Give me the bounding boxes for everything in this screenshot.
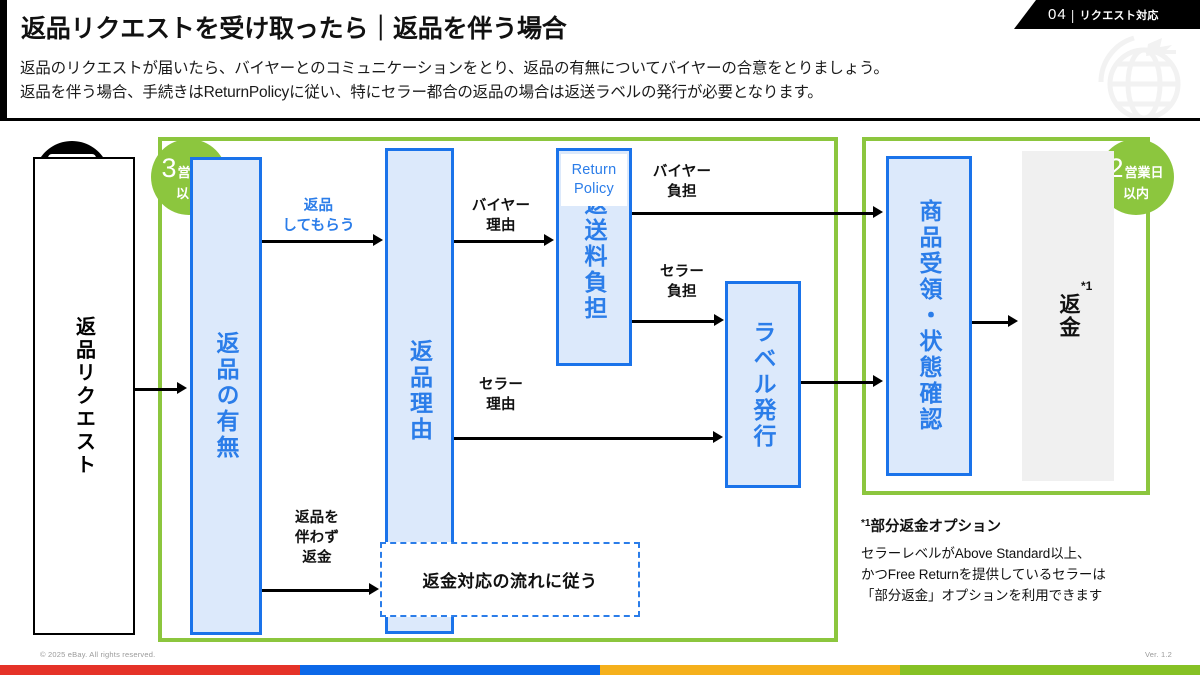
- return-policy-line-2: Policy: [574, 181, 614, 197]
- edge-label-seller-reason: セラー 理由: [455, 375, 547, 415]
- connector-reason-to-shipcost: [454, 240, 546, 243]
- footer-bar-green: [900, 665, 1200, 675]
- edge-label-no-return-l2: 伴わず: [294, 530, 340, 546]
- arrowhead-receive-from-shipcost: [873, 206, 883, 218]
- edge-label-buyer-reason: バイヤー 理由: [455, 196, 547, 236]
- return-policy-line-1: Return: [571, 162, 617, 178]
- subtitle-line-1: 返品のリクエストが届いたら、バイヤーとのコミュニケーションをとり、返品の有無につ…: [20, 60, 889, 77]
- connector-hasreturn-to-reason: [262, 240, 375, 243]
- sla-badge-left-number: 3: [161, 152, 177, 183]
- edge-label-do-return-l2: してもらう: [282, 218, 355, 234]
- connector-receive-to-refund: [972, 321, 1012, 324]
- edge-label-seller-reason-l1: セラー: [478, 377, 524, 393]
- footnote-body: セラーレベルがAbove Standard以上、 かつFree Returnを提…: [861, 543, 1106, 606]
- node-refund-flow: 返金対応の流れに従う: [380, 542, 640, 617]
- edge-label-no-return-l3: 返金: [302, 550, 332, 566]
- header-accent-bar: [0, 0, 7, 118]
- connector-label-to-receive: [801, 381, 875, 384]
- section-number: 04: [1048, 6, 1067, 23]
- node-refund-panel: [1022, 151, 1114, 481]
- edge-label-seller-pays: セラー 負担: [636, 262, 728, 302]
- sla-badge-right-unit: 営業日: [1124, 164, 1164, 180]
- edge-label-buyer-pays-l1: バイヤー: [652, 164, 712, 180]
- node-has-return: 返品の有無: [190, 157, 262, 635]
- edge-label-buyer-pays: バイヤー 負担: [636, 162, 728, 202]
- edge-label-seller-pays-l2: 負担: [667, 284, 697, 300]
- connector-shipcost-to-label: [632, 320, 716, 323]
- edge-label-seller-pays-l1: セラー: [659, 264, 705, 280]
- arrowhead-receive-from-label: [873, 375, 883, 387]
- footnote-line-2: かつFree Returnを提供しているセラーは: [861, 567, 1106, 582]
- return-policy-tag: Return Policy: [561, 154, 627, 206]
- arrowhead-label-from-shipcost: [714, 314, 724, 326]
- copyright-text: © 2025 eBay. All rights reserved.: [40, 650, 156, 659]
- node-return-request: 返品リクエスト: [33, 157, 135, 635]
- footnote-title-text: 部分返金オプション: [870, 519, 1001, 535]
- page-title: 返品リクエストを受け取ったら｜返品を伴う場合: [21, 15, 567, 43]
- arrowhead-shipcost: [544, 234, 554, 246]
- arrowhead-refund: [1008, 315, 1018, 327]
- edge-label-no-return-l1: 返品を: [294, 510, 340, 526]
- footer-bar-red: [0, 665, 300, 675]
- sla-badge-right-row1: 2 営業日: [1108, 154, 1164, 182]
- refund-footnote-marker: *1: [1081, 279, 1093, 293]
- edge-label-do-return-l1: 返品: [303, 198, 334, 214]
- node-label-issue: ラベル発行: [725, 281, 801, 488]
- page-subtitle: 返品のリクエストが届いたら、バイヤーとのコミュニケーションをとり、返品の有無につ…: [20, 57, 889, 105]
- section-separator: |: [1070, 6, 1075, 23]
- footer-bar-blue: [300, 665, 600, 675]
- footer-color-bar: [0, 665, 1200, 675]
- arrowhead-reason: [373, 234, 383, 246]
- header-divider: [0, 118, 1200, 121]
- edge-label-buyer-reason-l1: バイヤー: [471, 198, 531, 214]
- footer-bar-yellow: [600, 665, 900, 675]
- edge-label-do-return: 返品 してもらう: [262, 196, 375, 236]
- connector-reason-to-label: [454, 437, 715, 440]
- edge-label-buyer-reason-l2: 理由: [486, 218, 516, 234]
- node-receive-check: 商品受領・状態確認: [886, 156, 972, 476]
- edge-label-buyer-pays-l2: 負担: [667, 184, 697, 200]
- section-label: リクエスト対応: [1079, 9, 1159, 22]
- footnote-line-3: 「部分返金」オプションを利用できます: [861, 588, 1103, 603]
- version-text: Ver. 1.2: [1144, 650, 1172, 659]
- sla-group-right: [862, 137, 1150, 495]
- connector-request-to-hasreturn: [135, 388, 179, 391]
- subtitle-line-2: 返品を伴う場合、手続きはReturnPolicyに従い、特にセラー都合の返品の場…: [20, 84, 823, 101]
- arrowhead-hasreturn: [177, 382, 187, 394]
- connector-shipcost-to-receive: [632, 212, 875, 215]
- footnote-line-1: セラーレベルがAbove Standard以上、: [861, 546, 1091, 561]
- footnote-title: *1部分返金オプション: [861, 515, 1001, 536]
- edge-label-seller-reason-l2: 理由: [486, 397, 516, 413]
- arrowhead-refundflow: [369, 583, 379, 595]
- section-tag: 04 | リクエスト対応: [1014, 0, 1200, 29]
- connector-hasreturn-to-refundflow: [262, 589, 372, 592]
- sla-badge-right-suffix: 以内: [1122, 185, 1149, 201]
- arrowhead-label-from-reason: [713, 431, 723, 443]
- edge-label-no-return-refund: 返品を 伴わず 返金: [262, 508, 372, 568]
- node-refund-label: 返金: [1057, 293, 1080, 339]
- footnote-marker: *1: [861, 518, 871, 529]
- node-refund: 返金: [1022, 151, 1114, 481]
- globe-airplane-icon: [1098, 35, 1181, 118]
